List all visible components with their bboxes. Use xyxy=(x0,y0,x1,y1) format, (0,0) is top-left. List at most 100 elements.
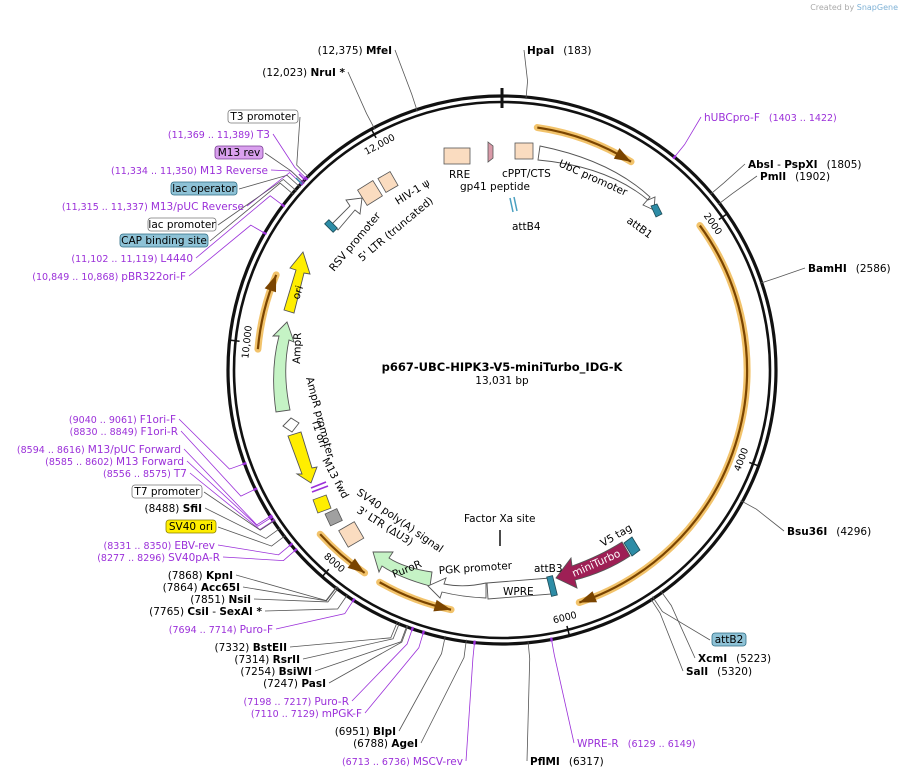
ltr5-feature[interactable] xyxy=(377,171,399,193)
restriction-site-kpni[interactable]: (7868) KpnI xyxy=(168,570,233,582)
sv40-polya-feature[interactable] xyxy=(324,508,343,527)
restriction-site-sali[interactable]: SalI(5320) xyxy=(686,666,752,678)
ampR-promoter-arrow[interactable] xyxy=(282,417,300,433)
primer-m13reverse[interactable]: (11,334 .. 11,350) M13 Reverse xyxy=(111,165,268,177)
primer-f1orif[interactable]: (9040 .. 9061) F1ori-F xyxy=(69,414,176,426)
primer-label: (8556 .. 8575) T7 xyxy=(103,468,187,480)
feature-box-t3-promoter[interactable]: T3 promoter xyxy=(227,109,299,124)
leader-line xyxy=(203,491,276,531)
feature-box-t7-promoter[interactable]: T7 promoter xyxy=(131,484,203,499)
small-feature-near-rsv[interactable] xyxy=(324,219,338,233)
primer-l4440[interactable]: (11,102 .. 11,119) L4440 xyxy=(71,253,193,265)
v5-tag-feature[interactable] xyxy=(623,536,641,557)
primer-mark xyxy=(303,176,309,181)
leader-line xyxy=(328,625,409,684)
primer-t7[interactable]: (8556 .. 8575) T7 xyxy=(103,468,187,480)
primer-m13pucforward[interactable]: (8594 .. 8616) M13/pUC Forward xyxy=(17,444,181,456)
inner-features[interactable] xyxy=(271,141,663,600)
primer-label: (8830 .. 8849) F1ori-R xyxy=(70,426,178,438)
restriction-site-pmli[interactable]: PmlI(1902) xyxy=(760,171,830,183)
f1-ori-arrow[interactable] xyxy=(287,431,318,484)
feature-box-frame xyxy=(165,519,217,534)
site-position: (7868) xyxy=(168,570,206,582)
sv40-ori-feature[interactable] xyxy=(312,494,332,514)
pgk-promoter-arrow[interactable] xyxy=(427,577,487,599)
cppt-cts-feature[interactable] xyxy=(514,142,534,160)
restriction-site-agei[interactable]: (6788) AgeI xyxy=(353,738,418,750)
primer-name: T7 xyxy=(173,468,187,480)
primer-label: hUBCpro-F(1403 .. 1422) xyxy=(704,112,837,124)
site-label: (7247) PasI xyxy=(263,678,326,690)
primer-ebvrev[interactable]: (8331 .. 8350) EBV-rev xyxy=(103,540,215,552)
restriction-site-xcmi[interactable]: XcmI(5223) xyxy=(698,653,771,665)
restriction-site-hpai[interactable]: HpaI(183) xyxy=(527,45,592,57)
primer-mark xyxy=(672,154,677,160)
restriction-site-blpi[interactable]: (6951) BlpI xyxy=(335,726,396,738)
primer-f1orir[interactable]: (8830 .. 8849) F1ori-R xyxy=(70,426,178,438)
site-label: AbsI - PspXI(1805) xyxy=(748,159,861,171)
primer-mark xyxy=(268,515,274,520)
primer-m13forward[interactable]: (8585 .. 8602) M13 Forward xyxy=(45,456,184,468)
primer-wprer[interactable]: WPRE-R(6129 .. 6149) xyxy=(577,738,696,750)
feature-box-cap-binding-site[interactable]: CAP binding site xyxy=(119,233,209,248)
restriction-site-csii[interactable]: (7765) CsiI - SexAI * xyxy=(149,606,262,618)
restriction-site-bsiwi[interactable]: (7254) BsiWI xyxy=(240,666,312,678)
attB3-feature[interactable] xyxy=(546,575,558,597)
ori-arrow[interactable] xyxy=(283,251,311,314)
rsv-promoter-arrow[interactable] xyxy=(331,197,363,231)
restriction-site-absi[interactable]: AbsI - PspXI(1805) xyxy=(748,159,861,171)
restriction-site-pasi[interactable]: (7247) PasI xyxy=(263,678,326,690)
primer-m13pucreverse[interactable]: (11,315 .. 11,337) M13/pUC Reverse xyxy=(62,201,244,213)
feature-box-attB2[interactable]: attB2 xyxy=(711,632,747,647)
ltr3-feature[interactable] xyxy=(338,521,365,548)
site-label: (6951) BlpI xyxy=(335,726,396,738)
primer-purof[interactable]: (7694 .. 7714) Puro-F xyxy=(169,624,273,636)
tick-label: 6000 xyxy=(552,610,578,627)
primer-mscvrev[interactable]: (6713 .. 6736) MSCV-rev xyxy=(342,756,463,768)
puroR-arrow[interactable] xyxy=(372,551,433,587)
restriction-site-mfei[interactable]: (12,375) MfeI xyxy=(318,45,392,57)
feature-box-m13-rev[interactable]: M13 rev xyxy=(214,145,264,160)
site-position: (2586) xyxy=(856,263,891,275)
primer-sv40par[interactable]: (8277 .. 8296) SV40pA-R xyxy=(97,552,220,564)
site-name: PasI xyxy=(301,678,326,690)
primer-mpgkf[interactable]: (7110 .. 7129) mPGK-F xyxy=(251,708,362,720)
primer-position: (6713 .. 6736) xyxy=(342,757,413,768)
label-ampR: AmpR xyxy=(291,332,304,364)
restriction-site-bsteii[interactable]: (7332) BstEII xyxy=(214,642,287,654)
restriction-site-nrui[interactable]: (12,023) NruI * xyxy=(262,67,345,79)
primer-name: WPRE-R xyxy=(577,738,619,750)
site-name: RsrII xyxy=(273,654,300,666)
restriction-site-acc65i[interactable]: (7864) Acc65I xyxy=(163,582,240,594)
primer-puror[interactable]: (7198 .. 7217) Puro-R xyxy=(244,696,349,708)
primer-mark xyxy=(280,203,286,208)
restriction-site-rsrii[interactable]: (7314) RsrII xyxy=(234,654,300,666)
primer-hubcprof[interactable]: hUBCpro-F(1403 .. 1422) xyxy=(704,112,837,124)
attB4-mark-b xyxy=(513,196,518,212)
feature-box-lac-promoter[interactable]: lac promoter xyxy=(147,217,217,232)
site-name: HpaI xyxy=(527,45,554,57)
primer-t3[interactable]: (11,369 .. 11,389) T3 xyxy=(168,129,270,141)
site-label: PmlI(1902) xyxy=(760,171,830,183)
gp41-peptide-feature[interactable] xyxy=(487,141,494,163)
site-name: PmlI xyxy=(760,171,786,183)
primer-position: (11,334 .. 11,350) xyxy=(111,166,200,177)
restriction-site-bsu36i[interactable]: Bsu36I(4296) xyxy=(787,526,871,538)
outer-labels[interactable]: HpaI(183) AbsI - PspXI(1805)PmlI(1902) Bam… xyxy=(17,45,891,768)
rre-feature[interactable] xyxy=(443,147,471,165)
restriction-site-pflmi[interactable]: PflMI(6317) xyxy=(530,756,604,768)
restriction-site-bamhi[interactable]: BamHI(2586) xyxy=(808,263,891,275)
tick-mark xyxy=(749,461,760,468)
feature-box-lac-operator[interactable]: lac operator xyxy=(170,181,238,196)
miniTurbo-arrow[interactable] xyxy=(555,541,631,589)
restriction-site-nsii[interactable]: (7851) NsiI xyxy=(190,594,251,606)
attB1-feature[interactable] xyxy=(650,203,663,218)
primer-name: Puro-F xyxy=(240,624,273,636)
restriction-site-sfii[interactable]: (8488) SfiI xyxy=(144,503,202,515)
ampR-arrow[interactable] xyxy=(271,321,295,413)
primer-pbr322orif[interactable]: (10,849 .. 10,868) pBR322ori-F xyxy=(32,271,186,283)
leader-line xyxy=(222,548,298,561)
primer-name: MSCV-rev xyxy=(413,756,463,768)
feature-box-sv40-ori[interactable]: SV40 ori xyxy=(165,519,217,534)
